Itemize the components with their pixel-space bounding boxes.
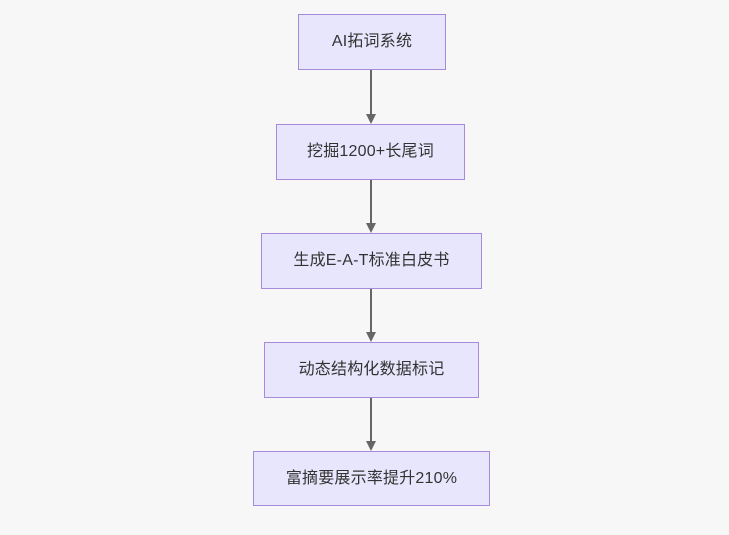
edge-n1-n2 xyxy=(361,70,381,124)
edge-n2-n3 xyxy=(361,180,381,233)
arrowhead-icon xyxy=(366,114,376,124)
arrowhead-icon xyxy=(366,441,376,451)
flow-node-dynamic-structured-data-markup[interactable]: 动态结构化数据标记 xyxy=(264,342,479,398)
flow-node-generate-eat-whitepaper[interactable]: 生成E-A-T标准白皮书 xyxy=(261,233,482,289)
edge-n3-n4 xyxy=(361,289,381,342)
edge-n4-n5 xyxy=(361,398,381,451)
flow-node-ai-keyword-system[interactable]: AI拓词系统 xyxy=(298,14,446,70)
flow-node-label: 挖掘1200+长尾词 xyxy=(307,143,434,161)
flow-node-mine-longtail-keywords[interactable]: 挖掘1200+长尾词 xyxy=(276,124,465,180)
flow-node-label: 动态结构化数据标记 xyxy=(298,361,445,379)
arrowhead-icon xyxy=(366,332,376,342)
arrowhead-icon xyxy=(366,223,376,233)
flow-node-label: 富摘要展示率提升210% xyxy=(285,469,458,487)
flow-node-label: 生成E-A-T标准白皮书 xyxy=(293,252,450,270)
flow-node-label: AI拓词系统 xyxy=(331,33,413,51)
flow-node-rich-snippet-impression-lift[interactable]: 富摘要展示率提升210% xyxy=(253,451,490,506)
